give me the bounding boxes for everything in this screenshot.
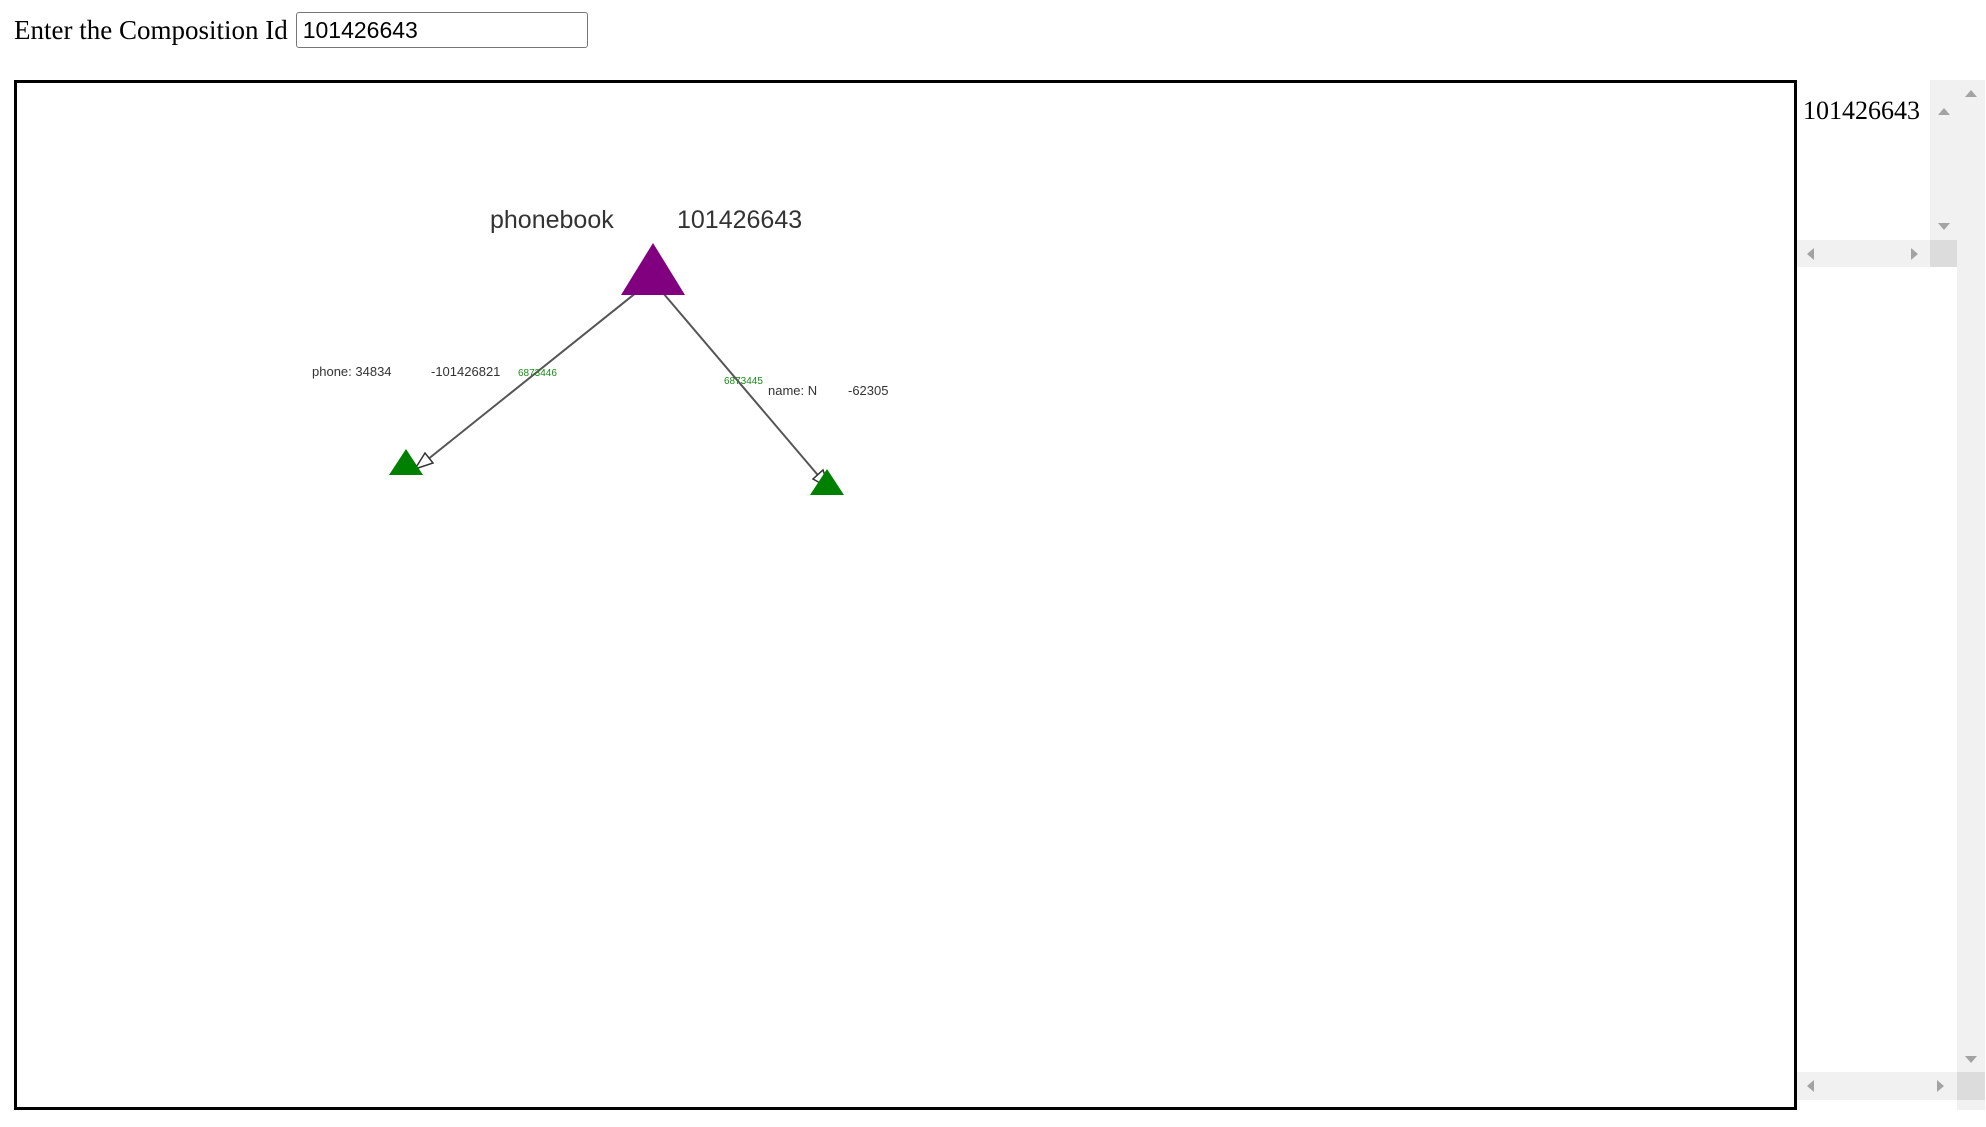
child-node-name-label-suffix: -62305 — [848, 383, 888, 398]
graph-canvas[interactable]: 6873446 6873445 phonebook 101426643 phon… — [14, 80, 1797, 1110]
edge-root-to-name — [651, 279, 829, 488]
child-node-phone-label-suffix: -101426821 — [431, 364, 500, 379]
side-panel: 101426643 — [1797, 80, 1986, 1110]
scroll-up-icon[interactable] — [1965, 90, 1977, 97]
composition-id-label: Enter the Composition Id — [14, 14, 288, 45]
scroll-down-icon[interactable] — [1938, 223, 1950, 230]
root-node-label-prefix: phonebook — [490, 206, 614, 234]
composition-id-input[interactable] — [295, 12, 588, 48]
panel-horizontal-scrollbar[interactable] — [1797, 1072, 1957, 1100]
edge-label-name: 6873445 — [724, 376, 763, 387]
edge-arrowhead-phone — [413, 451, 435, 471]
scroll-up-icon[interactable] — [1938, 108, 1950, 115]
root-node-label-suffix: 101426643 — [677, 206, 802, 234]
composition-graph[interactable]: 6873446 6873445 phonebook 101426643 phon… — [17, 83, 1794, 1107]
panel-vertical-scrollbar[interactable] — [1957, 80, 1985, 1110]
scrollbar-corner — [1930, 240, 1957, 267]
child-node-name[interactable] — [810, 469, 844, 495]
child-node-phone[interactable] — [389, 449, 423, 475]
list-item[interactable]: 101426643 — [1803, 96, 1920, 125]
list-vertical-scrollbar[interactable] — [1930, 80, 1957, 240]
list-horizontal-scrollbar[interactable] — [1797, 240, 1930, 267]
scroll-right-icon[interactable] — [1911, 248, 1918, 260]
child-node-name-label-prefix: name: N — [768, 383, 817, 398]
composition-id-list[interactable]: 101426643 — [1797, 80, 1957, 267]
edge-root-to-phone — [416, 279, 653, 469]
edge-label-phone: 6873446 — [518, 368, 557, 379]
scroll-right-icon[interactable] — [1937, 1080, 1944, 1092]
root-node[interactable] — [621, 243, 685, 295]
composition-id-form: Enter the Composition Id — [14, 10, 588, 50]
scroll-left-icon[interactable] — [1807, 248, 1814, 260]
child-node-phone-label-prefix: phone: 34834 — [312, 364, 392, 379]
scroll-down-icon[interactable] — [1965, 1056, 1977, 1063]
scrollbar-corner — [1957, 1072, 1985, 1100]
scroll-left-icon[interactable] — [1807, 1080, 1814, 1092]
